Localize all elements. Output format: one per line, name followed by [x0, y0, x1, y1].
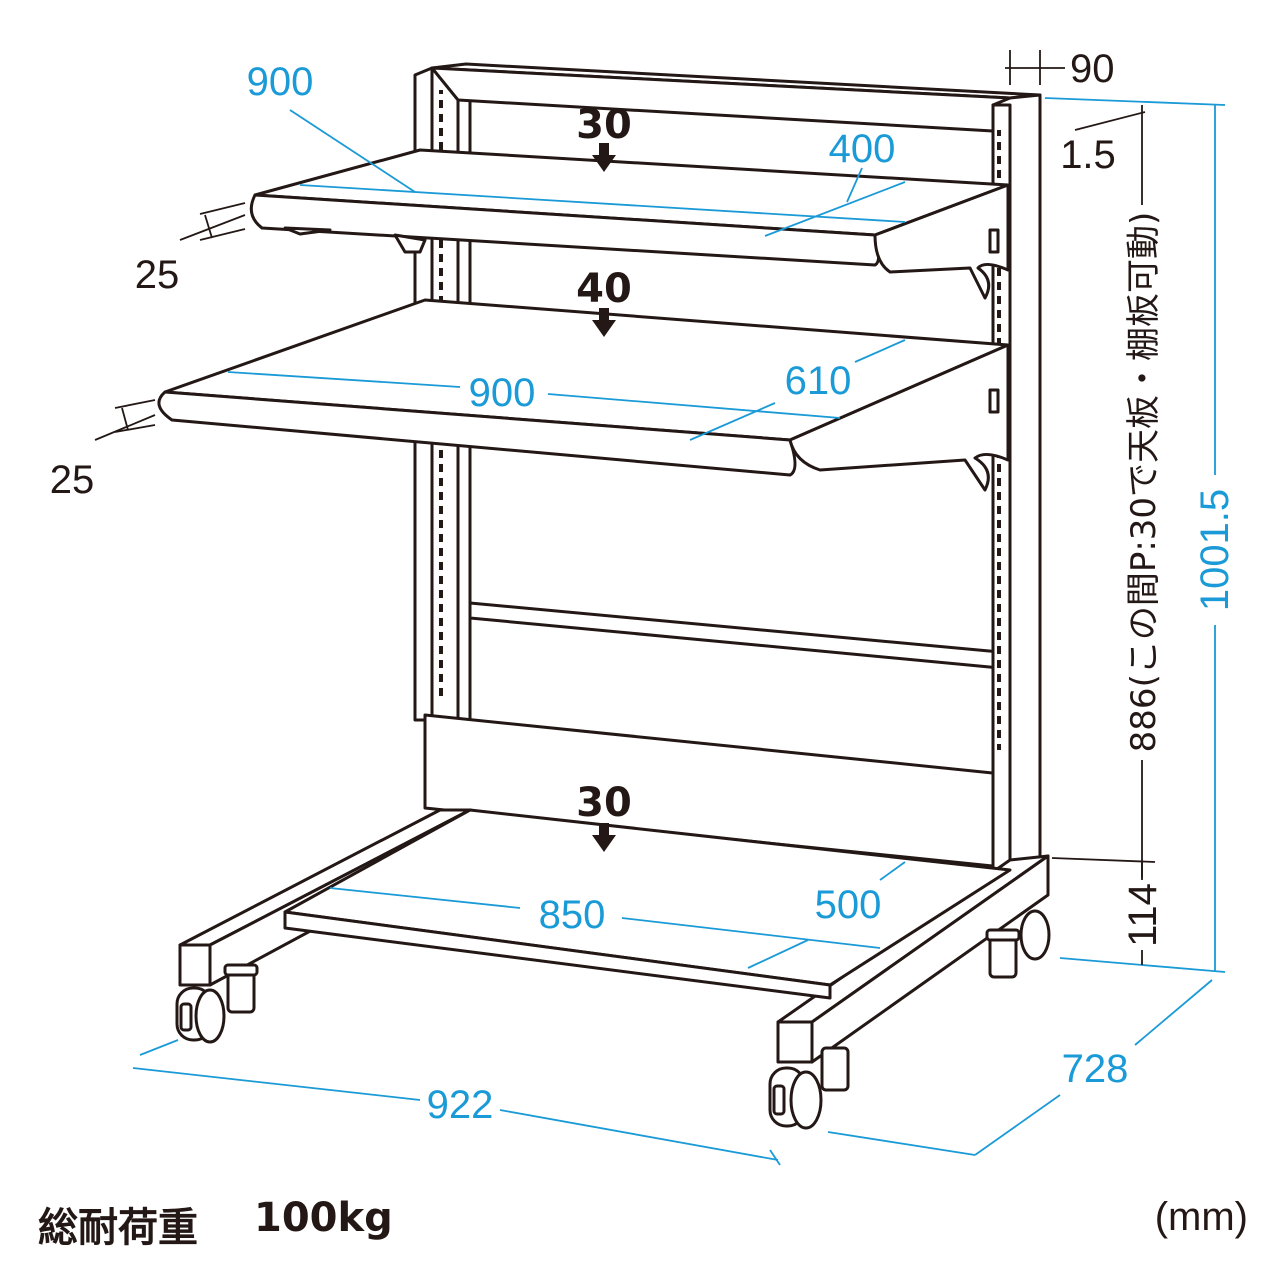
unit-label: (mm) — [1154, 1195, 1248, 1239]
caster-front-left — [175, 963, 259, 1044]
load-arrow-bottom — [592, 823, 616, 852]
dim-top-offset: 1.5 — [1060, 133, 1116, 177]
caster-front-right — [768, 1046, 850, 1130]
cart-drawing — [157, 62, 1051, 1130]
main-shelf — [157, 298, 1010, 492]
dim-frame-depth: 90 — [1070, 47, 1115, 91]
total-load-label: 総耐荷重 — [38, 1205, 198, 1251]
top-shelf — [249, 148, 1010, 300]
base-frame — [178, 808, 1050, 1064]
dim-top-shelf-thickness: 25 — [135, 253, 180, 297]
dimension-lines-blue — [132, 97, 1226, 1166]
dim-total-depth: 728 — [1062, 1047, 1129, 1091]
load-label-top-shelf: 30 — [576, 102, 632, 148]
dim-top-shelf-depth: 400 — [829, 127, 896, 171]
dim-main-shelf-width: 900 — [469, 371, 536, 415]
load-label-bottom-shelf: 30 — [576, 780, 632, 826]
dimension-lines-black — [94, 50, 1156, 965]
dim-main-shelf-thickness: 25 — [50, 458, 95, 502]
caster-back-left — [985, 909, 1051, 979]
dim-bottom-shelf-width: 850 — [539, 893, 606, 937]
dim-top-shelf-width: 900 — [247, 60, 314, 104]
top-crossbar — [430, 62, 1042, 134]
total-load-value: 100kg — [254, 1195, 393, 1241]
dim-main-shelf-depth: 610 — [785, 359, 852, 403]
load-label-main-shelf: 40 — [576, 266, 632, 312]
dim-adjustable-range: 886(この間P:30で天板・棚板可動) — [1124, 212, 1164, 753]
load-arrow-top — [592, 143, 616, 172]
dim-bottom-shelf-depth: 500 — [815, 883, 882, 927]
dim-total-width: 922 — [427, 1083, 494, 1127]
dim-total-height: 1001.5 — [1193, 489, 1237, 611]
middle-crossbar — [468, 601, 1002, 670]
dim-bottom-height: 114 — [1121, 883, 1165, 947]
load-arrows — [592, 143, 616, 852]
load-arrow-main — [592, 308, 616, 337]
